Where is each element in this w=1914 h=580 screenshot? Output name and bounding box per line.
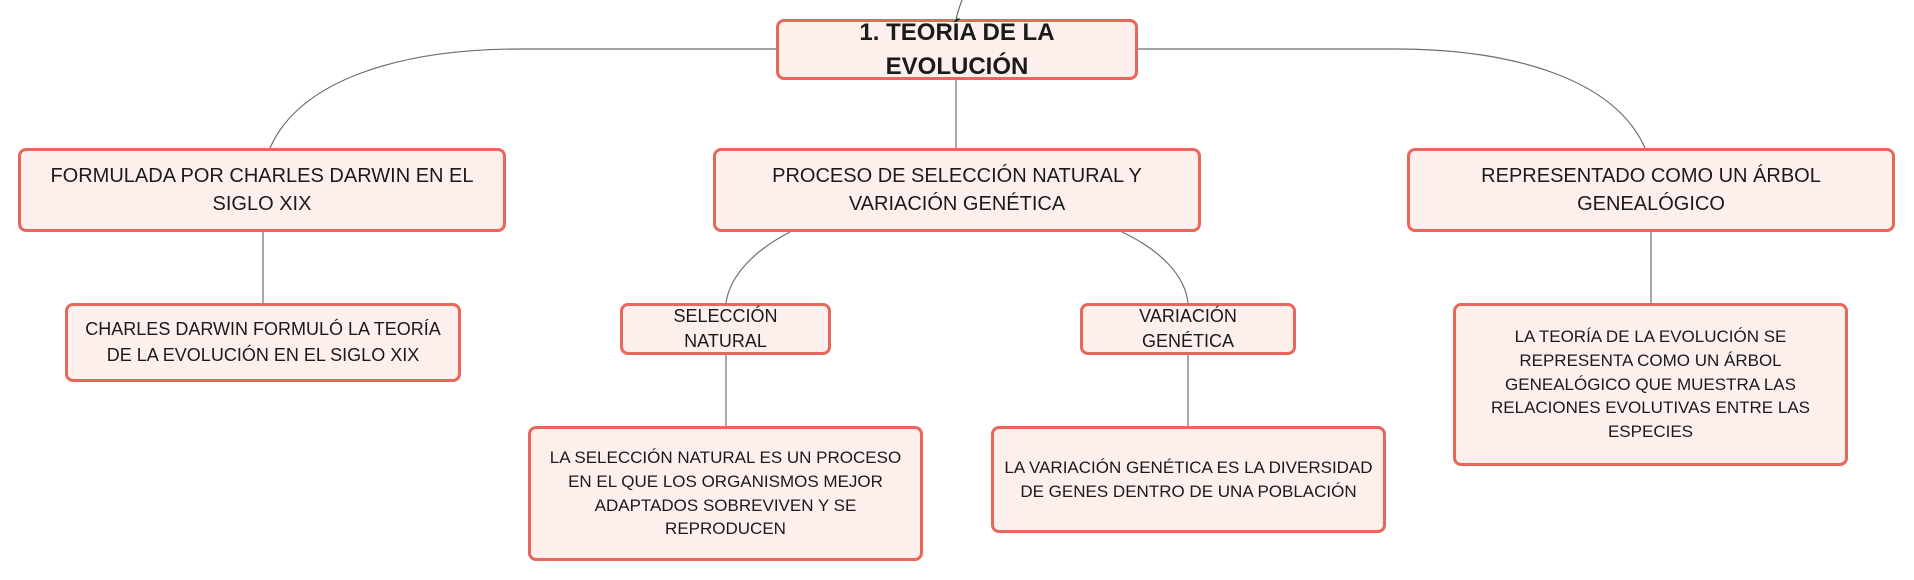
detail-genetic-variation[interactable]: LA VARIACIÓN GENÉTICA ES LA DIVERSIDAD D…	[991, 426, 1386, 533]
topic-family-tree[interactable]: REPRESENTADO COMO UN ÁRBOL GENEALÓGICO	[1407, 148, 1895, 232]
detail-family-tree[interactable]: LA TEORÍA DE LA EVOLUCIÓN SE REPRESENTA …	[1453, 303, 1848, 466]
topic-selection-variation-process[interactable]: PROCESO DE SELECCIÓN NATURAL Y VARIACIÓN…	[713, 148, 1201, 232]
subtopic-genetic-variation-label: VARIACIÓN GENÉTICA	[1139, 305, 1237, 351]
connector-process-to-selection	[725, 231, 791, 304]
detail-darwin-text: CHARLES DARWIN FORMULÓ LA TEORÍA DE LA E…	[85, 319, 441, 365]
connector-root-to-darwin	[269, 48, 778, 149]
root-topic[interactable]: 1. TEORÍA DE LA EVOLUCIÓN	[776, 19, 1138, 80]
subtopic-genetic-variation[interactable]: VARIACIÓN GENÉTICA	[1080, 303, 1296, 355]
topic-family-tree-label: REPRESENTADO COMO UN ÁRBOL GENEALÓGICO	[1481, 165, 1821, 215]
connector-root-to-tree	[1136, 48, 1646, 149]
detail-darwin[interactable]: CHARLES DARWIN FORMULÓ LA TEORÍA DE LA E…	[65, 303, 461, 382]
detail-natural-selection[interactable]: LA SELECCIÓN NATURAL ES UN PROCESO EN EL…	[528, 426, 923, 561]
detail-family-tree-text: LA TEORÍA DE LA EVOLUCIÓN SE REPRESENTA …	[1491, 327, 1810, 442]
topic-darwin-formulation[interactable]: FORMULADA POR CHARLES DARWIN EN EL SIGLO…	[18, 148, 506, 232]
topic-darwin-formulation-label: FORMULADA POR CHARLES DARWIN EN EL SIGLO…	[50, 165, 474, 215]
connector-process-to-variation	[1121, 231, 1189, 304]
topic-selection-variation-process-label: PROCESO DE SELECCIÓN NATURAL Y VARIACIÓN…	[772, 165, 1142, 215]
root-topic-label: 1. TEORÍA DE LA EVOLUCIÓN	[859, 18, 1055, 80]
connector-parent-to-root	[955, 0, 963, 21]
detail-natural-selection-text: LA SELECCIÓN NATURAL ES UN PROCESO EN EL…	[549, 447, 902, 539]
subtopic-natural-selection[interactable]: SELECCIÓN NATURAL	[620, 303, 831, 355]
subtopic-natural-selection-label: SELECCIÓN NATURAL	[673, 305, 778, 351]
detail-genetic-variation-text: LA VARIACIÓN GENÉTICA ES LA DIVERSIDAD D…	[1004, 457, 1373, 501]
